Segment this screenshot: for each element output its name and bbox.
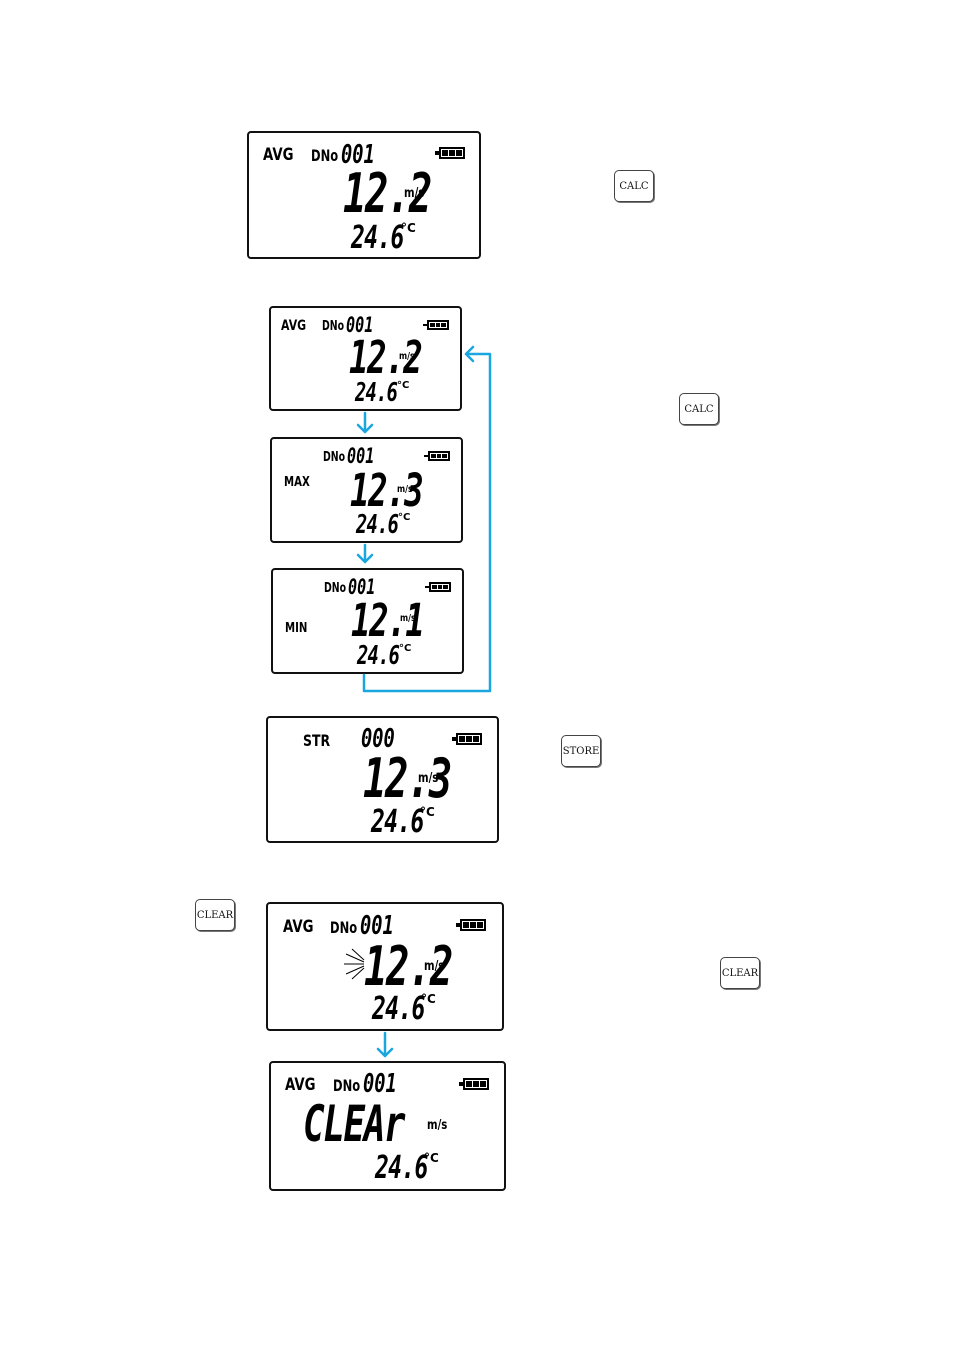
arrow-blink-to-clear — [378, 1033, 392, 1056]
arrow-min-back-to-avg — [364, 347, 490, 691]
arrow-avg-to-max — [358, 413, 372, 432]
arrow-max-to-min — [358, 545, 372, 562]
